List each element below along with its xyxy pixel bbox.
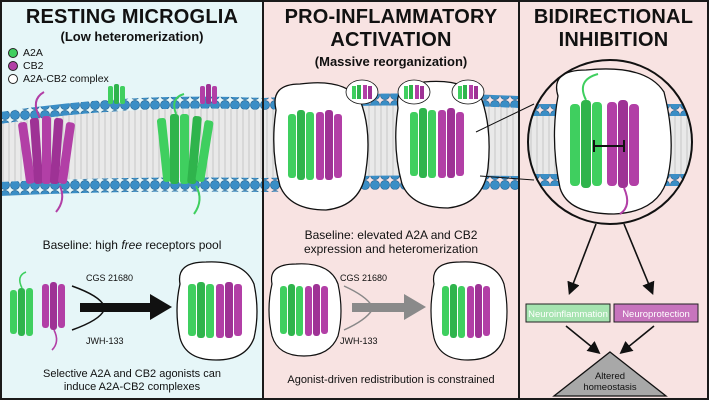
legend-label: A2A [23, 46, 43, 59]
caption-line: Selective A2A and CB2 agonists can [43, 368, 221, 380]
caption-baseline-resting: Baseline: high free receptors pool [2, 238, 262, 252]
panel-resting-microglia: RESTING MICROGLIA (Low heteromerization)… [0, 0, 264, 400]
legend-item-cb2: CB2 [8, 59, 109, 72]
panel-title: BIDIRECTIONAL INHIBITION [520, 6, 707, 52]
title-line: BIDIRECTIONAL [533, 6, 694, 28]
caption-agonists: Selective A2A and CB2 agonists can induc… [2, 368, 262, 394]
panel-title: PRO-INFLAMMATORY ACTIVATION [264, 6, 518, 52]
title-line: ACTIVATION [330, 29, 452, 51]
legend-label: CB2 [23, 59, 44, 72]
legend-item-a2a: A2A [8, 46, 109, 59]
caption-constrained: Agonist-driven redistribution is constra… [287, 374, 495, 386]
legend-item-complex: A2A-CB2 complex [8, 72, 109, 85]
legend-swatch-cb2 [8, 60, 18, 71]
panel-subtitle: (Low heteromerization) [60, 29, 204, 44]
caption-baseline-inflammatory: Baseline: elevated A2A and CB2 expressio… [264, 228, 518, 256]
legend: A2A CB2 A2A-CB2 complex [8, 46, 109, 85]
caption-emphasis: free [121, 238, 143, 252]
drug-label-cgs21680: CGS 21680 [86, 273, 134, 283]
caption-line: induce A2A-CB2 complexes [63, 381, 201, 393]
drug-label-jwh133: JWH-133 [340, 336, 378, 346]
legend-swatch-a2a [8, 47, 18, 58]
caption-prefix: Baseline: high [42, 238, 122, 252]
drug-label-cgs21680: CGS 21680 [340, 273, 388, 283]
panel-title: RESTING MICROGLIA [25, 6, 239, 28]
panel-bidirectional-inhibition: BIDIRECTIONAL INHIBITION [518, 0, 709, 400]
legend-label: A2A-CB2 complex [23, 72, 109, 85]
panel-subtitle: (Massive reorganization) [314, 54, 468, 69]
caption-suffix: receptors pool [142, 238, 222, 252]
panel-pro-inflammatory: PRO-INFLAMMATORY ACTIVATION (Massive reo… [262, 0, 520, 400]
legend-swatch-complex [8, 73, 18, 84]
caption-line: Baseline: elevated A2A and CB2 [304, 228, 478, 242]
title-line: INHIBITION [558, 29, 669, 51]
caption-line: expression and heteromerization [303, 242, 479, 256]
drug-label-jwh133: JWH-133 [86, 336, 124, 346]
title-line: PRO-INFLAMMATORY [284, 6, 498, 28]
